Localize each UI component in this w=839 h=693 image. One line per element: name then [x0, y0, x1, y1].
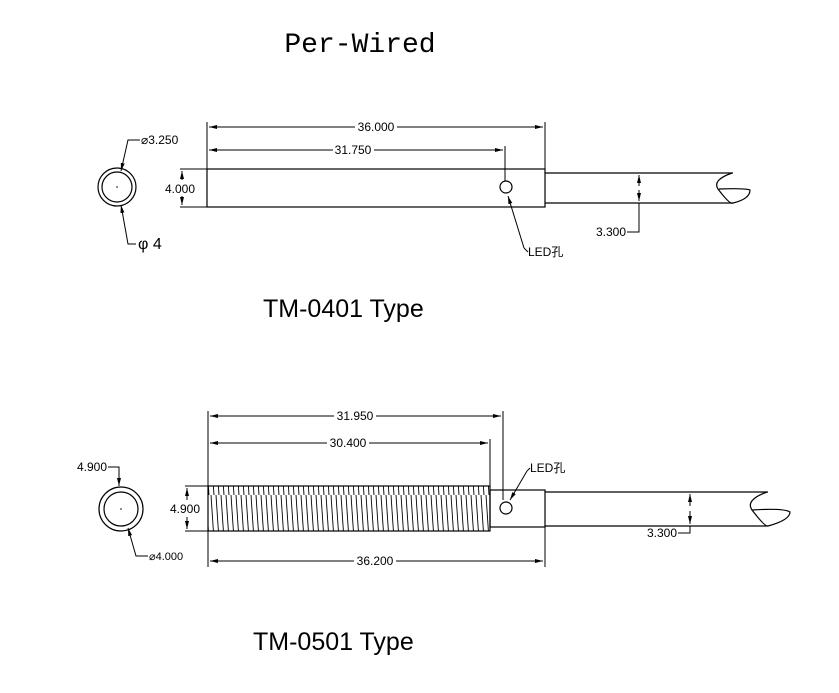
end-view-inner-circle [101, 171, 133, 203]
led-hole [499, 180, 513, 194]
sensor-body [489, 489, 546, 528]
outer-dia-leader [120, 204, 136, 245]
overall-length-dimension: 36.000 [358, 120, 395, 134]
cable-diameter-dimension: 3.300 [647, 526, 677, 540]
inner-dia-leader [120, 139, 140, 172]
led-position-dimension: 31.750 [335, 143, 372, 157]
overall-length-dimension: 36.200 [357, 554, 394, 568]
led-position-dimension: 31.950 [337, 409, 374, 423]
led-hole-note: LED孔 [528, 245, 563, 259]
diameter-dimension: 4.900 [170, 502, 200, 516]
model-label-tm-0501: TM-0501 Type [253, 628, 414, 656]
cable [545, 491, 791, 527]
cable [545, 172, 751, 204]
diameter-dimension: 4.000 [165, 182, 195, 196]
end-view-outer-circle [97, 167, 137, 207]
drawing-tm-0501: 4.900 ⌀4.000 4.900 31.950 30.400 36.200 … [77, 409, 791, 656]
end-view-inner-circle [103, 491, 139, 527]
outer-diameter-label: 4.900 [77, 460, 107, 474]
inner-diameter-label: ⌀4.000 [149, 551, 183, 563]
led-hole-note: LED孔 [530, 461, 565, 475]
threaded-body [208, 486, 490, 531]
inner-diameter-label: ⌀3.250 [141, 133, 179, 147]
thread-length-dimension: 30.400 [330, 436, 367, 450]
drawing-tm-0401: ⌀3.250 φ 4 4.000 36.000 31.750 LED孔 3.30… [97, 120, 751, 323]
model-label-tm-0401: TM-0401 Type [263, 295, 424, 323]
outer-diameter-label: φ 4 [138, 236, 162, 253]
led-hole [499, 501, 513, 515]
cable-diameter-dimension: 3.300 [596, 225, 626, 239]
end-view-outer-circle [98, 486, 144, 532]
page-title: Per-Wired [284, 30, 435, 61]
sensor-body [206, 168, 546, 208]
